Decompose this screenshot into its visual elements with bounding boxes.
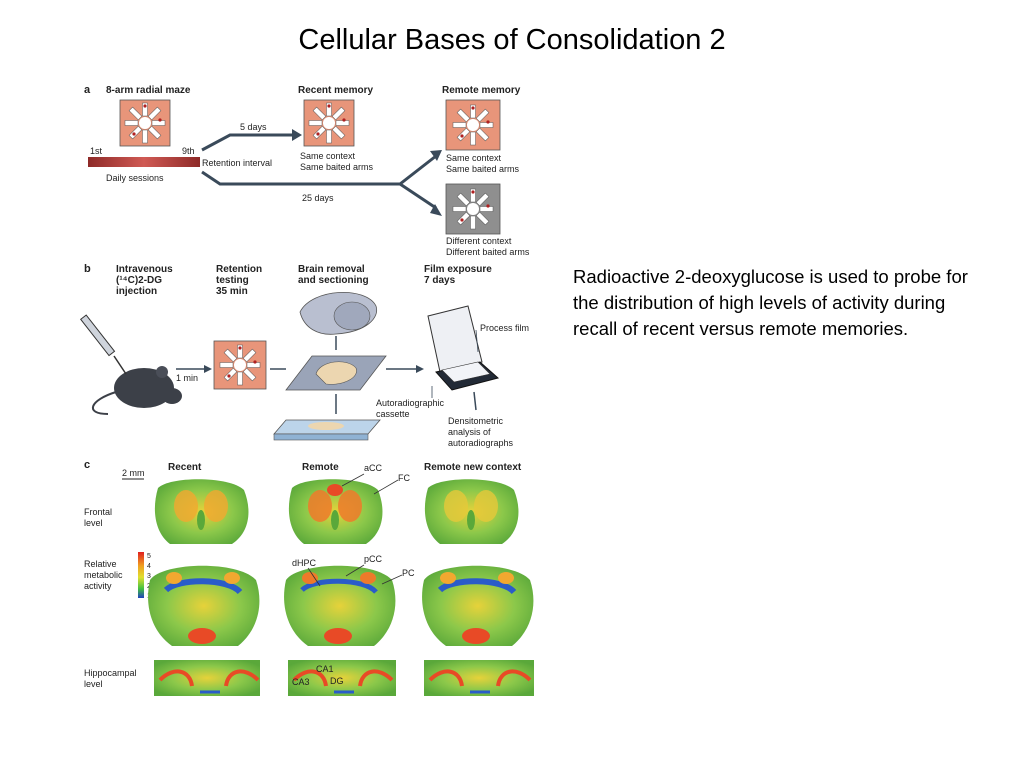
brain-removal-icon [299,291,378,335]
row-relative-line3: activity [84,581,112,591]
figure: a 8-arm radial maze 1st 9th Daily sessio… [80,80,544,700]
remote-context-line1: Same context [446,153,502,163]
maze-title: 8-arm radial maze [106,85,191,96]
col-recent-label: Recent [168,462,202,473]
step-film-line1: Film exposure [424,264,492,275]
scale-value-5: 5 [147,553,151,560]
step-retention-line1: Retention [216,264,262,275]
maze-different-icon [445,183,501,235]
brain-hippocampal-remote [288,660,396,696]
cassette-label-line2: cassette [376,409,410,419]
arrow-head-recent [292,129,302,141]
scale-bar-label: 2 mm [122,468,145,478]
section-slide-icon [285,355,387,391]
figure-svg: a 8-arm radial maze 1st 9th Daily sessio… [80,84,534,696]
brain-middle-recent [148,565,260,646]
acc-leader [341,473,365,487]
remote-context-line2: Same baited arms [446,164,520,174]
film-cassette-icon [427,305,500,391]
dg-label: DG [330,676,344,686]
col-remote-new-label: Remote new context [424,462,522,473]
col-remote-label: Remote [302,462,339,473]
panel-a: a 8-arm radial maze 1st 9th Daily sessio… [84,84,530,257]
dhpc-leader [307,567,321,587]
brain-frontal-remote-new [424,479,519,544]
acc-label: aCC [364,463,383,473]
row-hippocampal-line1: Hippocampal [84,668,137,678]
recent-context-line2: Same baited arms [300,162,374,172]
cassette-label-line1: Autoradiographic [376,398,445,408]
panel-c: c 2 mm Recent Remote Remote new context … [84,459,534,696]
fc-leader [373,479,399,495]
panel-b-letter: b [84,263,91,275]
densitometric-line2: analysis of [448,427,491,437]
row-relative-line2: metabolic [84,570,123,580]
fc-label: FC [398,473,410,483]
dhpc-label: dHPC [292,558,317,568]
twenty-five-days-label: 25 days [302,193,334,203]
maze-recent-icon [303,99,355,147]
panel-a-letter: a [84,84,91,96]
arrow-film-down [473,391,477,411]
brain-hippocampal-remote-new [424,660,534,696]
pcc-leader [345,564,365,577]
row-hippocampal-line2: level [84,679,103,689]
step-injection-line2: (¹⁴C)2-DG [116,275,162,286]
pc-leader [381,574,403,585]
remote-memory-title: Remote memory [442,85,521,96]
recent-context-line1: Same context [300,151,356,161]
step-brain-line1: Brain removal [298,264,365,275]
densitometric-line3: autoradiographs [448,438,514,448]
arrow-head-film [416,365,424,373]
retention-interval-label: Retention interval [202,158,272,168]
different-context-line1: Different context [446,236,512,246]
row-frontal-line1: Frontal [84,507,112,517]
maze-test-icon [213,340,267,390]
row-frontal-line2: level [84,518,103,528]
step-brain-line2: and sectioning [298,275,369,286]
scale-value-4: 4 [147,563,151,570]
panel-c-letter: c [84,459,90,471]
pcc-label: pCC [364,554,383,564]
syringe-icon [80,314,127,375]
mouse-icon [91,366,182,415]
daily-sessions-bar [88,157,200,167]
densitometric-line1: Densitometric [448,416,504,426]
pc-label: PC [402,568,415,578]
slide-title: Cellular Bases of Consolidation 2 [298,24,726,56]
arrow-head-different [430,204,442,216]
panel-b: b Intravenous (¹⁴C)2-DG injection Retent… [80,263,529,448]
ninth-session-label: 9th [182,146,195,156]
slide-body-text: Radioactive 2-deoxyglucose is used to pr… [573,266,968,339]
arrow-head-remote [430,150,442,161]
ca3-label: CA3 [292,677,310,687]
panel-a-arrows [201,133,437,210]
step-injection-line3: injection [116,286,157,297]
brain-frontal-remote [288,479,383,544]
ca1-label: CA1 [316,664,334,674]
daily-sessions-label: Daily sessions [106,173,164,183]
step-film-line2: 7 days [424,275,456,286]
brain-hippocampal-recent [154,660,260,696]
recent-memory-title: Recent memory [298,85,373,96]
step-retention-line3: 35 min [216,286,248,297]
scale-value-3: 3 [147,573,151,580]
step-injection-line1: Intravenous [116,264,173,275]
brain-frontal-recent [154,479,249,544]
step-retention-line2: testing [216,275,249,286]
maze-remote-icon [445,99,501,151]
one-min-label: 1 min [176,373,198,383]
maze-training-icon [119,99,171,147]
arrow-head-injection [204,365,212,373]
row-relative-line1: Relative [84,559,117,569]
different-context-line2: Different baited arms [446,247,530,257]
slide-icon [273,419,381,441]
process-film-leader [475,329,479,353]
process-film-label: Process film [480,323,529,333]
brain-middle-remote [284,565,396,646]
first-session-label: 1st [90,146,103,156]
five-days-label: 5 days [240,122,267,132]
brain-middle-remote-new [422,565,534,646]
